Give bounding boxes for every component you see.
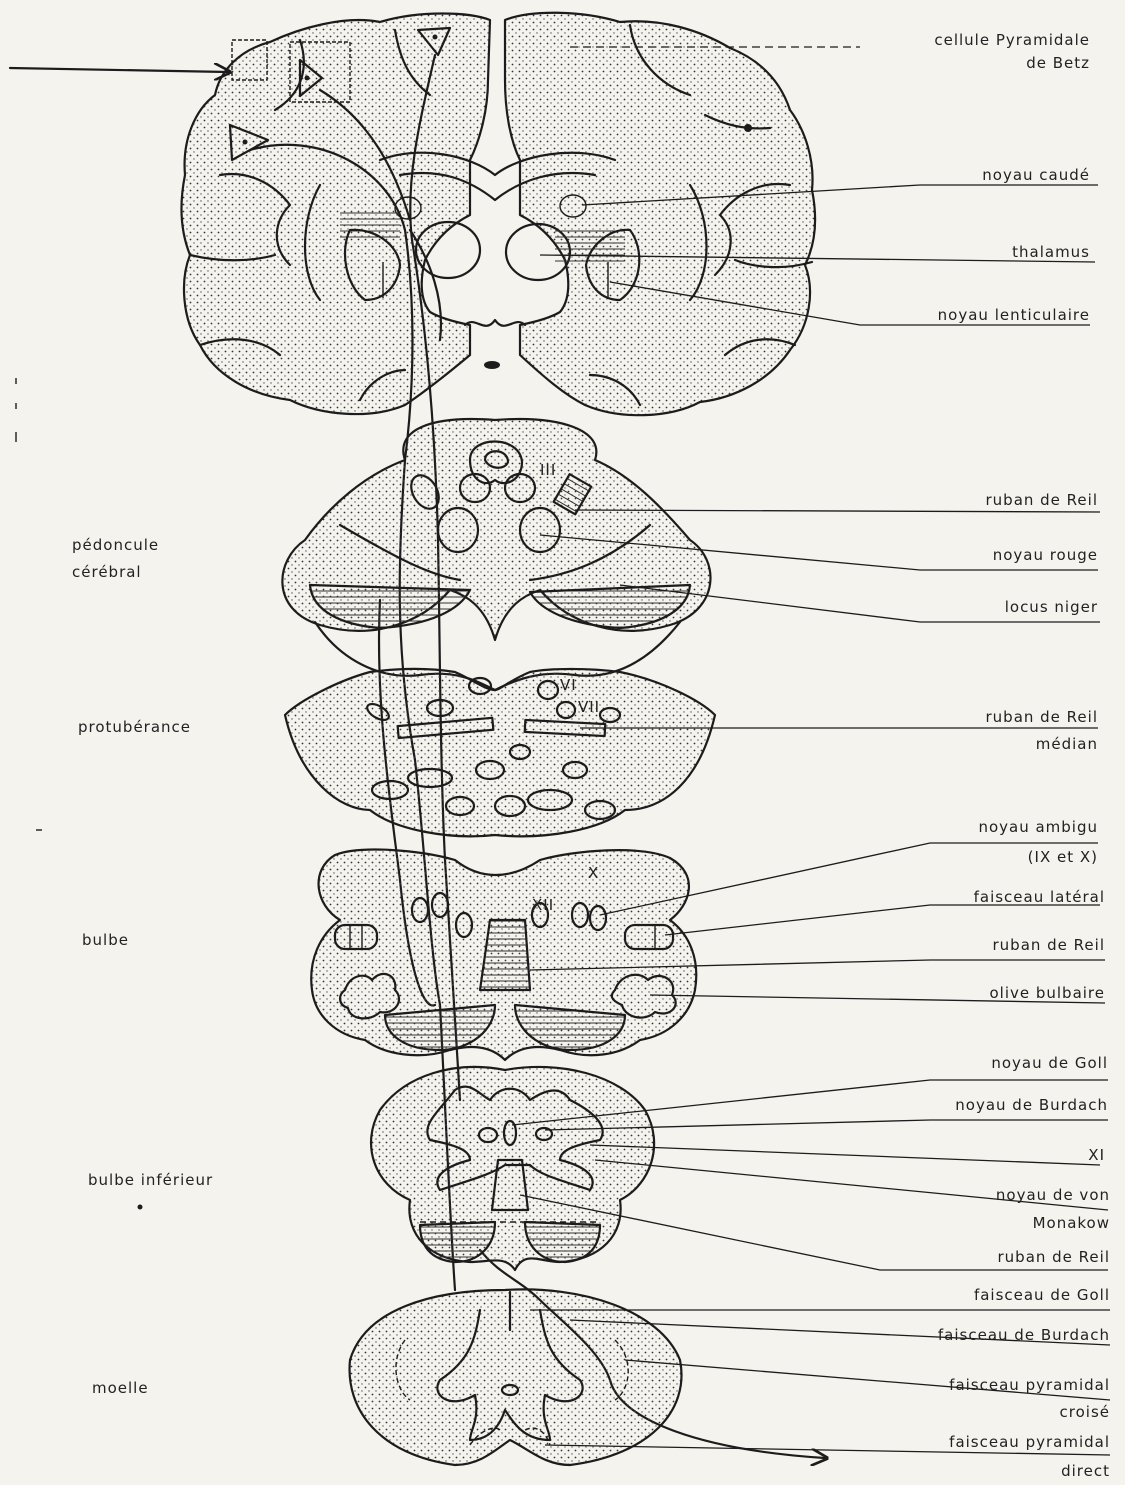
label-goll-n: noyau de Goll [991,1054,1108,1072]
label-betz-2: de Betz [1026,54,1090,72]
right-striatum-hatching [555,230,625,266]
label-lenticulaire: noyau lenticulaire [938,306,1090,324]
label-thalamus: thalamus [1012,243,1090,261]
label-goll-f: faisceau de Goll [974,1286,1110,1304]
label-bulbe: bulbe [82,931,129,949]
label-reil-median-2: médian [1036,735,1098,753]
betz-cell-nucleus-3 [433,35,438,40]
label-caude: noyau caudé [982,166,1090,184]
left-hemisphere [181,14,490,415]
spinal-cord-outline [350,1289,682,1465]
label-burdach-f: faisceau de Burdach [938,1326,1110,1344]
label-reil-median-1: ruban de Reil [986,708,1099,726]
label-rouge: noyau rouge [993,546,1098,564]
betz-cell-nucleus-1 [243,140,248,145]
label-pyr-direct-2: direct [1061,1462,1110,1480]
label-pyr-direct-1: faisceau pyramidal [949,1433,1110,1451]
label-reil2: ruban de Reil [993,936,1106,954]
roman-vii: VII [578,698,600,716]
label-protuberance: protubérance [78,718,191,736]
lower-medulla-section [371,1067,654,1270]
label-pyr-croise-1: faisceau pyramidal [949,1376,1110,1394]
label-pedoncule-2: cérébral [72,563,142,581]
label-monakow-1: noyau de von [996,1186,1110,1204]
betz-cell-nucleus-2 [305,76,310,81]
stimulus-arrow [10,68,228,72]
lower-medulla-outline [371,1067,654,1270]
cortex-dot [744,124,752,132]
pons-section: VI VII [285,622,715,836]
margin-marks [16,378,143,1210]
roman-x: X [588,864,599,882]
medial-lemniscus-triangle [480,920,530,990]
leader-xi [590,1145,1100,1165]
spinal-cord-section [350,1289,682,1465]
pons-outline [285,669,715,836]
label-reil3: ruban de Reil [998,1248,1111,1266]
roman-xii: XII [532,896,554,914]
label-bulbe-inf: bulbe inférieur [88,1171,213,1189]
right-labels: cellule Pyramidale de Betz noyau caudé t… [934,31,1110,1480]
label-niger: locus niger [1005,598,1098,616]
label-burdach-n: noyau de Burdach [955,1096,1108,1114]
label-lateral: faisceau latéral [974,888,1105,906]
leader-lateral [665,905,1100,935]
label-ambigu-1: noyau ambigu [978,818,1098,836]
label-pyr-croise-2: croisé [1060,1403,1110,1421]
left-striatum-hatching [340,208,400,240]
label-ambigu-2: (IX et X) [1028,848,1098,866]
label-pedoncule-1: pédoncule [72,536,159,554]
third-ventricle-floor [465,320,525,326]
label-monakow-2: Monakow [1033,1214,1110,1232]
left-labels: pédoncule cérébral protubérance bulbe bu… [72,536,213,1397]
margin-dot [138,1205,143,1210]
medulla-section: X XII [311,850,696,1060]
label-moelle: moelle [92,1379,149,1397]
label-betz-1: cellule Pyramidale [934,31,1090,49]
right-hemisphere [505,13,815,415]
roman-iii: III [540,461,556,479]
roman-vi: VI [560,676,577,694]
label-reil1: ruban de Reil [986,491,1099,509]
label-olive: olive bulbaire [989,984,1105,1002]
mamillary-dot [484,361,500,369]
midbrain-section: III [282,419,710,640]
label-xi: XI [1088,1146,1105,1164]
